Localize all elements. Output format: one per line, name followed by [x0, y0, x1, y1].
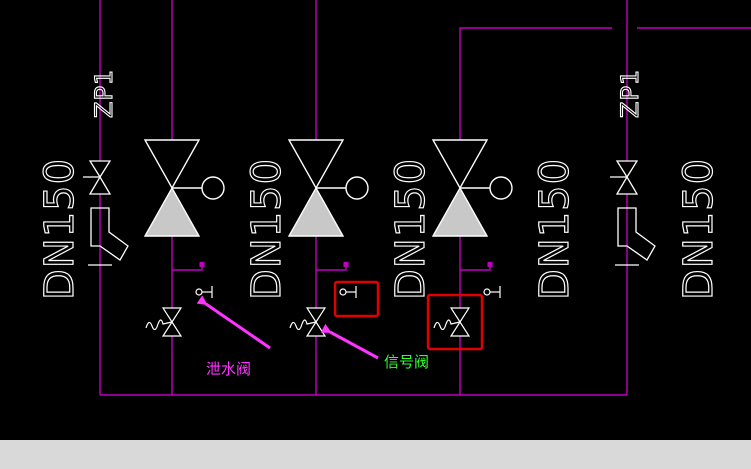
zp-label-left: ZP1 [90, 69, 118, 118]
right-valve-group [610, 160, 656, 266]
dn-label-1: DN150 [37, 158, 83, 300]
signal-valve-2-switch [345, 176, 369, 200]
left-valve-group [83, 160, 129, 266]
highlight-switch-symbol [333, 280, 380, 318]
signal-valve-3-top [431, 139, 489, 190]
switch-symbol-3-circle [483, 288, 491, 296]
switch-symbol-1-circle [195, 288, 203, 296]
zp-labels: ZP1 ZP1 [89, 68, 644, 118]
signal-valve-3-switch [489, 176, 513, 200]
gate-valve-left-bottom [88, 175, 112, 195]
drain-valve-2-squiggle [289, 319, 317, 331]
dn-labels: DN150 DN150 DN150 DN150 DN150 [36, 157, 722, 300]
signal-valve-note: 信号阀 [384, 353, 429, 371]
signal-valve-2-top [287, 139, 345, 190]
signal-valve-3 [431, 139, 513, 237]
gate-valve-right-bottom [615, 175, 639, 195]
pipe-network [99, 0, 751, 396]
highlight-boxes [333, 280, 484, 351]
switch-symbols [195, 286, 501, 298]
tap-point-2 [343, 262, 349, 267]
dn-label-5: DN150 [676, 158, 722, 300]
gate-valve-left-top [88, 160, 112, 179]
dn-label-4: DN150 [532, 158, 578, 300]
signal-valve-1-switch [201, 176, 225, 200]
zp-label-right: ZP1 [616, 69, 644, 118]
tap-point-3 [487, 262, 493, 267]
signal-valve-1 [143, 139, 225, 237]
tap-point-1 [199, 262, 205, 267]
highlight-drain-valve [426, 293, 484, 351]
annotation-arrows [196, 295, 379, 360]
arrow-signal-valve [320, 323, 379, 360]
status-bar [0, 440, 751, 469]
signal-valve-1-top [143, 139, 201, 190]
signal-valve-2-bottom [287, 186, 345, 237]
signal-valve-1-bottom [143, 186, 201, 237]
dn-label-3: DN150 [388, 158, 434, 300]
signal-valve-2 [287, 139, 369, 237]
drain-valve-note: 泄水阀 [206, 360, 251, 378]
strainer-right [615, 207, 656, 266]
gate-valve-right-top [615, 160, 639, 179]
strainer-left [88, 207, 129, 266]
signal-valve-3-bottom [431, 186, 489, 237]
drain-valve-1-squiggle [145, 319, 173, 331]
drain-valves [145, 307, 471, 337]
pipe-branch-3 [459, 27, 612, 395]
switch-symbol-2-circle [339, 288, 347, 296]
drain-valve-3-squiggle [433, 319, 461, 331]
arrow-drain-valve [196, 295, 271, 350]
drawing-background [0, 0, 751, 440]
tap-points [199, 262, 493, 267]
dn-label-2: DN150 [244, 158, 290, 300]
